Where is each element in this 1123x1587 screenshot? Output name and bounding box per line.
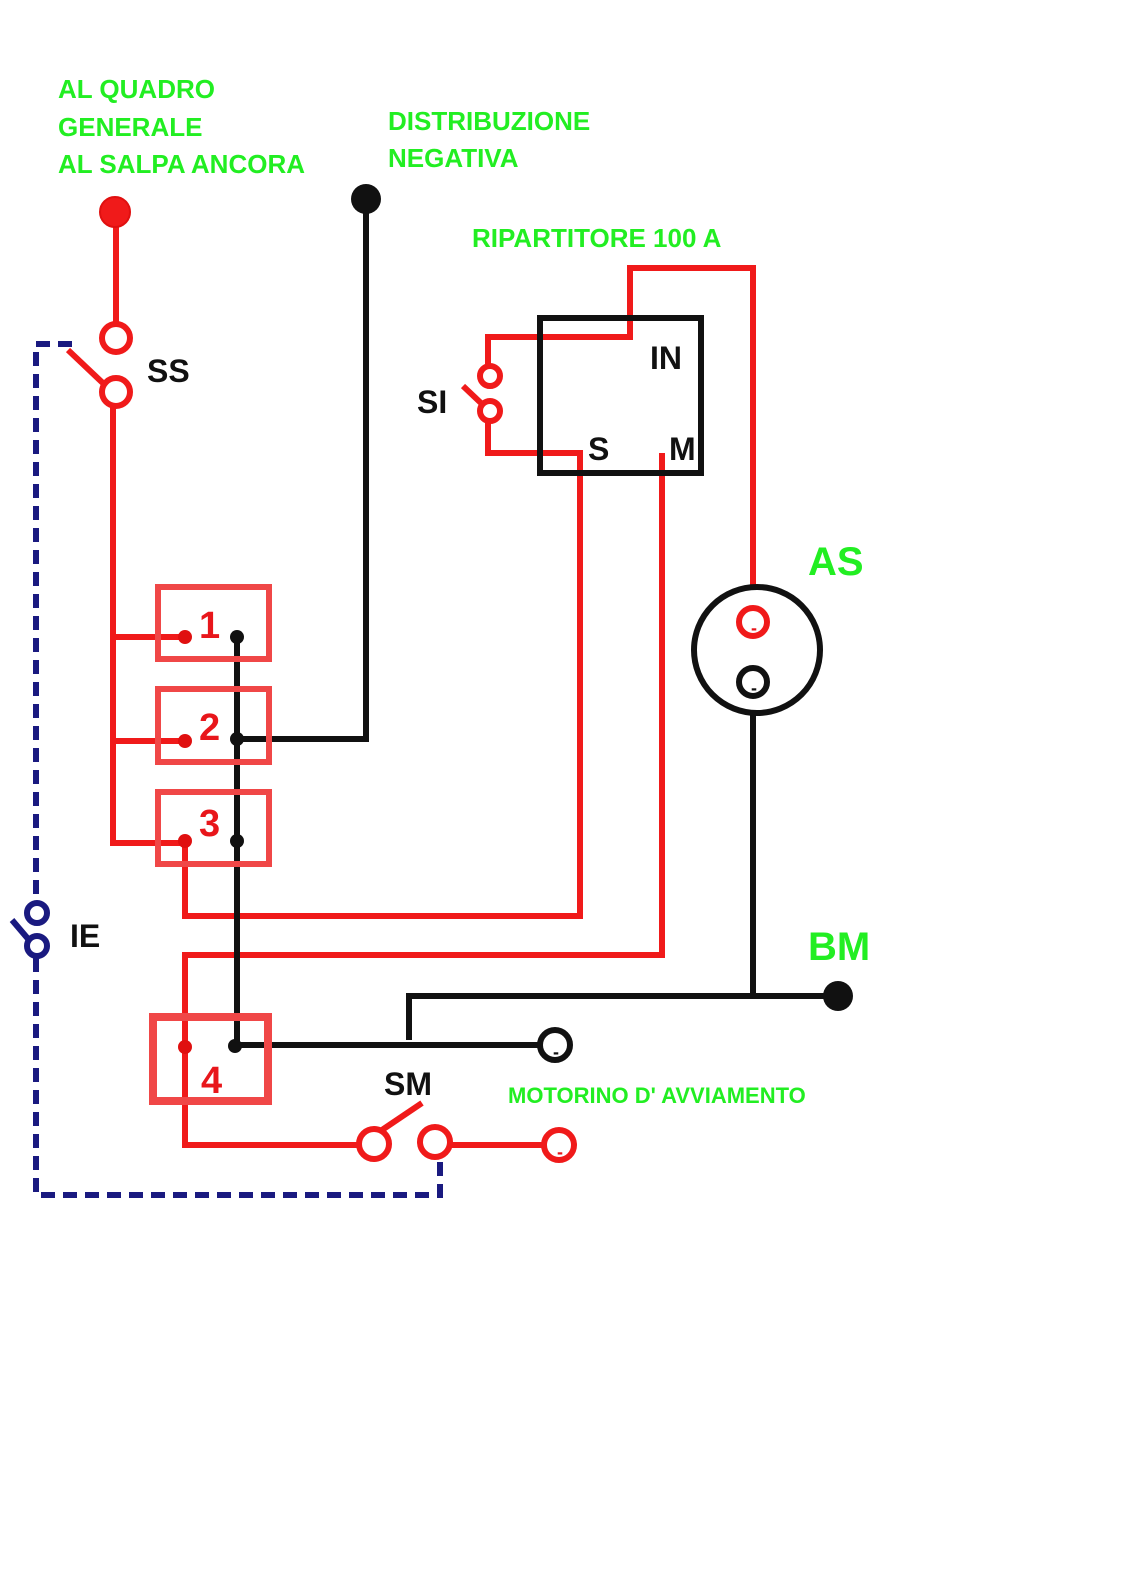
fuse-2-box [155,686,272,765]
wire-bm-branch [406,993,838,1040]
fuse-3-pos-terminal [178,834,192,848]
as-negative-terminal: - [736,665,770,699]
label-sm: SM [384,1066,432,1102]
fuse-1-box [155,584,272,662]
quadro-terminal [99,196,131,228]
label-distribuzione-line2: NEGATIVA [388,143,519,173]
control-line-top [33,341,72,908]
as-body [691,584,823,716]
wire-fuse3-to-ripartitore-s [182,423,583,919]
motorino-negative-terminal: - [537,1027,573,1063]
label-quadro-line1: AL QUADRO [58,74,215,104]
motorino-positive-symbol: - [557,1142,563,1162]
ss-switch-blade [65,347,109,389]
label-ss: SS [147,353,190,389]
ripartitore-terminal-in: IN [650,340,682,376]
ie-switch-blade [9,918,32,942]
ss-contact-bottom [99,375,133,409]
fuse-1-neg-terminal [230,630,244,644]
fuse-2-neg-terminal [230,732,244,746]
sm-contact-right [417,1124,453,1160]
label-as: AS [808,540,864,584]
si-contact-top [477,363,503,389]
wire-ripartitore-m-to-fuse4 [182,453,665,1148]
fuse-3-label: 3 [199,803,220,845]
ss-contact-top [99,321,133,355]
label-distribuzione-line1: DISTRIBUZIONE [388,106,590,136]
bm-terminal [823,981,853,1011]
as-negative-symbol: - [751,678,757,698]
fuse-4-pos-terminal [178,1040,192,1054]
si-contact-bottom [477,398,503,424]
label-quadro-line2: GENERALE [58,112,202,142]
fuse-terminals [178,630,244,1054]
ripartitore-terminal-m: M [669,431,696,467]
motorino-negative-symbol: - [553,1042,559,1062]
label-si: SI [417,384,447,420]
label-quadro-line3: AL SALPA ANCORA [58,149,305,179]
wire-si-to-ripartitore-in [485,265,756,607]
fuse-block [149,584,272,1105]
fuse-3-neg-terminal [230,834,244,848]
motorino-positive-terminal: - [541,1127,577,1163]
label-motorino: MOTORINO D' AVVIAMENTO [508,1083,806,1108]
fuse-2-pos-terminal [178,734,192,748]
fuse-2-label: 2 [199,707,220,749]
label-ripartitore: RIPARTITORE 100 A [472,223,722,253]
sm-switch-blade [380,1100,424,1133]
sm-contact-left [356,1126,392,1162]
wire-fuse2-to-distribuzione [237,200,369,742]
si-switch-blade [460,383,485,407]
fuse-1-pos-terminal [178,630,192,644]
label-ie: IE [70,918,100,954]
label-bm: BM [808,925,870,969]
ripartitore-terminal-s: S [588,431,609,467]
ripartitore-box [537,315,704,476]
fuse-4-label: 4 [201,1060,222,1102]
wire-ss-to-fuse-bus [110,404,185,846]
switch-contacts [24,321,503,1162]
fuse-4-box [149,1013,272,1105]
control-line-bottom [33,958,443,1198]
as-positive-terminal: - [736,605,770,639]
fuse-4-neg-terminal [228,1039,242,1053]
as-positive-symbol: - [751,618,757,638]
ie-contact-bottom [24,933,50,959]
fuse-1-label: 1 [199,605,220,647]
ie-contact-top [24,900,50,926]
control-line [33,341,443,1198]
distribuzione-terminal [351,184,381,214]
fuse-3-box [155,789,272,867]
